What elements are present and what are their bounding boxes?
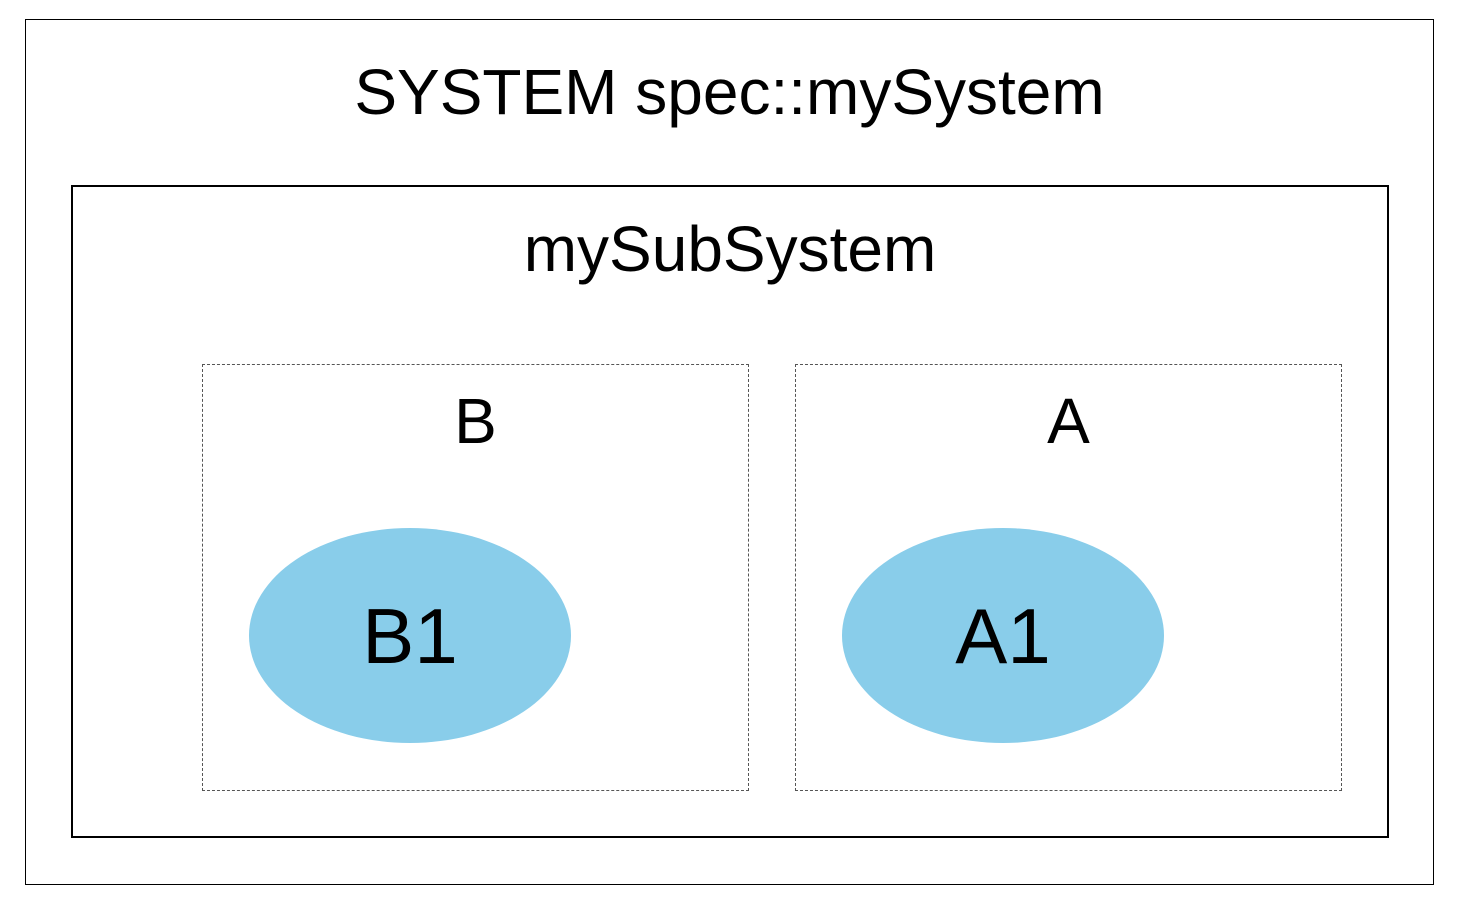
system-frame: SYSTEM spec::mySystem xyxy=(25,19,1434,885)
component-title-a: A xyxy=(1047,385,1090,457)
subsystem-title: mySubSystem xyxy=(523,213,937,285)
node-b1[interactable]: B1 xyxy=(249,528,571,743)
component-frame-a: A xyxy=(795,364,1342,791)
component-title-b: B xyxy=(454,385,497,457)
system-title: SYSTEM spec::mySystem xyxy=(354,56,1105,128)
node-a1[interactable]: A1 xyxy=(842,528,1164,743)
node-b1-label: B1 xyxy=(362,591,458,680)
component-frame-b: B xyxy=(202,364,749,791)
node-a1-label: A1 xyxy=(955,591,1051,680)
subsystem-frame: mySubSystem xyxy=(71,185,1389,838)
